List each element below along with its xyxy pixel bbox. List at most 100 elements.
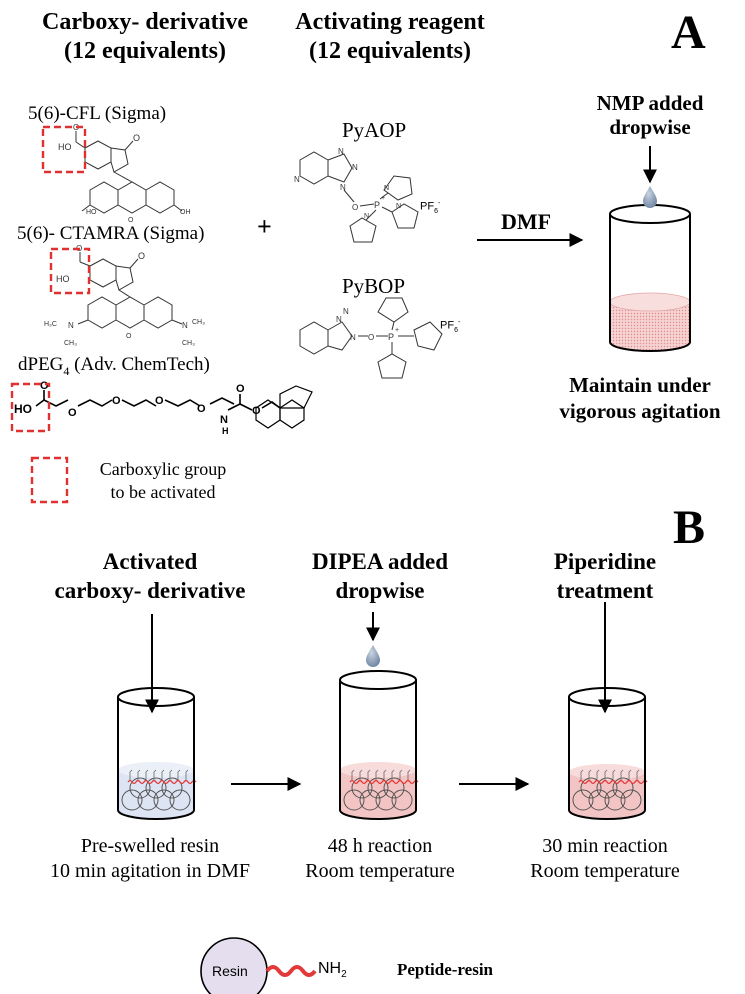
nmp-droplet	[643, 186, 657, 208]
resin-bead	[121, 789, 143, 811]
step3-title-line1: Piperidine	[553, 549, 657, 574]
svg-text:P: P	[388, 332, 394, 342]
pyaop-pf-sup: -	[437, 200, 441, 207]
pybop-pf-sup: -	[457, 319, 461, 326]
derivative-stub	[580, 769, 584, 780]
panel-b-letter: B	[673, 501, 706, 554]
activation-tube	[609, 204, 691, 352]
svg-text:N: N	[68, 321, 74, 330]
svg-text:N: N	[340, 183, 346, 192]
dpeg-main: dPEG	[18, 354, 64, 375]
svg-text:N: N	[364, 213, 369, 220]
svg-text:O: O	[138, 251, 145, 261]
carboxy-heading-line1: Carboxy- derivative	[42, 9, 248, 35]
resin-bead	[129, 777, 151, 799]
legend-highlight-box	[30, 456, 69, 504]
svg-text:CH₃: CH₃	[192, 319, 205, 326]
resin-bead	[375, 789, 397, 811]
tube-swelled-resin	[117, 687, 197, 820]
step1-caption-line1: Pre-swelled resin	[80, 835, 220, 857]
peptide-resin-label: Peptide-resin	[397, 960, 494, 979]
derivative-stub	[399, 769, 403, 780]
pybop-counterion: PF6-	[440, 319, 460, 334]
resin-bead	[612, 777, 634, 799]
derivative-stub	[588, 769, 592, 780]
pyaop-counterion: PF6-	[420, 200, 440, 215]
resin-bead	[604, 789, 626, 811]
amine-main: NH	[318, 960, 342, 977]
step3-caption-line2: Room temperature	[530, 860, 680, 882]
svg-text:HO: HO	[86, 209, 97, 216]
pyaop-structure: N N N N O P + N N N	[294, 147, 419, 243]
derivative-stub	[153, 769, 157, 780]
derivative-stub	[628, 769, 632, 780]
derivative-stub	[367, 769, 371, 780]
resin-bead	[588, 789, 610, 811]
svg-text:O: O	[155, 395, 164, 407]
agitation-label-line1: Maintain under	[569, 373, 711, 397]
nmp-label-line1: NMP added	[596, 91, 704, 115]
resin-bead	[367, 777, 389, 799]
svg-text:N: N	[182, 321, 188, 330]
dpeg-rest: (Adv. ChemTech)	[69, 354, 210, 375]
svg-text:N: N	[350, 333, 356, 342]
resin-bead	[351, 777, 373, 799]
compound-cfl-structure: O HO O HO O OH	[58, 123, 191, 224]
derivative-stub	[604, 769, 608, 780]
pyaop-pf-sub: 6	[434, 207, 438, 215]
svg-text:O: O	[236, 383, 245, 395]
svg-text:O: O	[368, 333, 374, 342]
resin-bead	[161, 777, 183, 799]
svg-text:HO: HO	[56, 274, 70, 284]
derivative-stub	[129, 769, 133, 780]
reagent-heading-line2: (12 equivalents)	[309, 38, 471, 64]
derivative-stub	[359, 769, 363, 780]
svg-text:CH₃: CH₃	[182, 340, 195, 347]
reagent-heading-line1: Activating reagent	[295, 9, 485, 35]
tube-dipea-reaction	[339, 670, 419, 820]
svg-text:HO: HO	[14, 402, 32, 416]
pyaop-label: PyAOP	[342, 118, 407, 142]
svg-text:+: +	[395, 327, 399, 334]
agitation-label-line2: vigorous agitation	[559, 399, 721, 423]
derivative-stub	[407, 769, 411, 780]
derivative-stub	[185, 769, 189, 780]
pybop-pf-sub: 6	[454, 326, 458, 334]
legend-carboxylic-line2: to be activated	[110, 482, 216, 502]
step3-title-line2: treatment	[556, 578, 654, 603]
resin-bead	[596, 777, 618, 799]
compound-dpeg-label: dPEG4 (Adv. ChemTech)	[18, 354, 210, 379]
svg-text:O: O	[197, 403, 206, 415]
pyaop-pf: PF	[420, 200, 435, 213]
derivative-stub	[169, 769, 173, 780]
svg-text:O: O	[126, 333, 132, 340]
tube-piperidine	[568, 687, 648, 820]
pybop-label: PyBOP	[342, 274, 406, 298]
derivative-stub	[137, 769, 141, 780]
svg-text:N: N	[220, 414, 228, 426]
svg-text:OH: OH	[180, 209, 191, 216]
resin-bead	[169, 789, 191, 811]
svg-text:O: O	[112, 395, 121, 407]
svg-text:N: N	[336, 315, 342, 324]
svg-text:H₃C: H₃C	[44, 321, 57, 328]
svg-text:O: O	[133, 133, 140, 143]
step1-caption-line2: 10 min agitation in DMF	[50, 860, 250, 882]
resin-bead	[153, 789, 175, 811]
resin-bead	[145, 777, 167, 799]
panel-a-letter: A	[671, 6, 706, 59]
svg-text:N: N	[352, 163, 358, 172]
amine-label: NH2	[318, 960, 347, 980]
pybop-pf: PF	[440, 319, 455, 332]
resin-bead	[580, 777, 602, 799]
derivative-stub	[636, 769, 640, 780]
carboxy-heading-line2: (12 equivalents)	[64, 38, 226, 64]
derivative-stub	[375, 769, 379, 780]
resin-bead	[391, 789, 413, 811]
resin-bead	[359, 789, 381, 811]
svg-text:N: N	[338, 147, 344, 156]
dpeg-sub: 4	[63, 363, 70, 378]
svg-text:HO: HO	[58, 142, 72, 152]
amine-sub: 2	[341, 969, 347, 981]
svg-text:O: O	[128, 217, 134, 224]
